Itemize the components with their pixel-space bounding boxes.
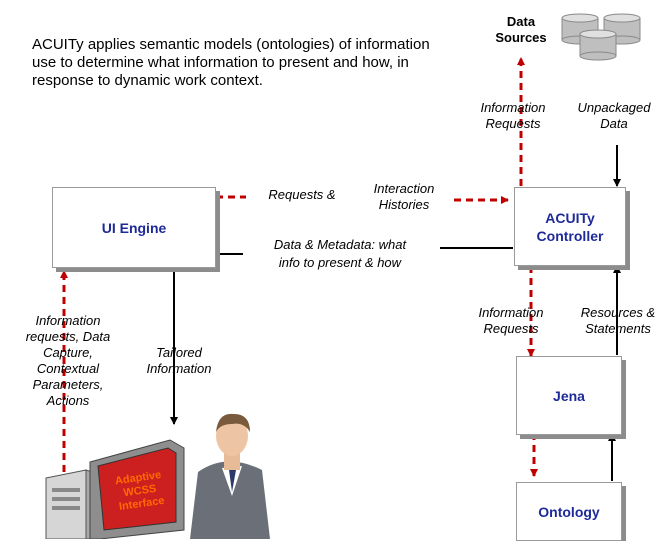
ontology-box: Ontology — [516, 482, 622, 541]
controller-box: ACUITy Controller — [514, 187, 626, 266]
label-info-requests-top: Information Requests — [480, 100, 546, 131]
label-resources-statements: Resources & Statements — [580, 305, 656, 336]
database-icon — [561, 13, 641, 61]
intro-text: ACUITy applies semantic models (ontologi… — [32, 36, 430, 89]
label-data-metadata-line2: info to present & how — [278, 255, 402, 270]
data-sources-label: Data Sources — [495, 14, 547, 45]
label-tailored-information: Tailored Information — [146, 345, 212, 376]
label-data-metadata-line1: Data & Metadata: what — [273, 237, 407, 252]
jena-box: Jena — [516, 356, 622, 435]
label-info-requests-mid: Information Requests — [478, 305, 544, 336]
label-unpackaged-data: Unpackaged Data — [577, 100, 651, 131]
label-requests-and: Requests & — [268, 187, 336, 202]
label-info-requests-left: Information requests, Data Capture, Cont… — [25, 313, 111, 408]
person-icon — [190, 413, 270, 539]
label-interaction-histories: Interaction Histories — [373, 181, 435, 212]
monitor-icon — [89, 439, 185, 539]
ui-engine-box: UI Engine — [52, 187, 216, 268]
